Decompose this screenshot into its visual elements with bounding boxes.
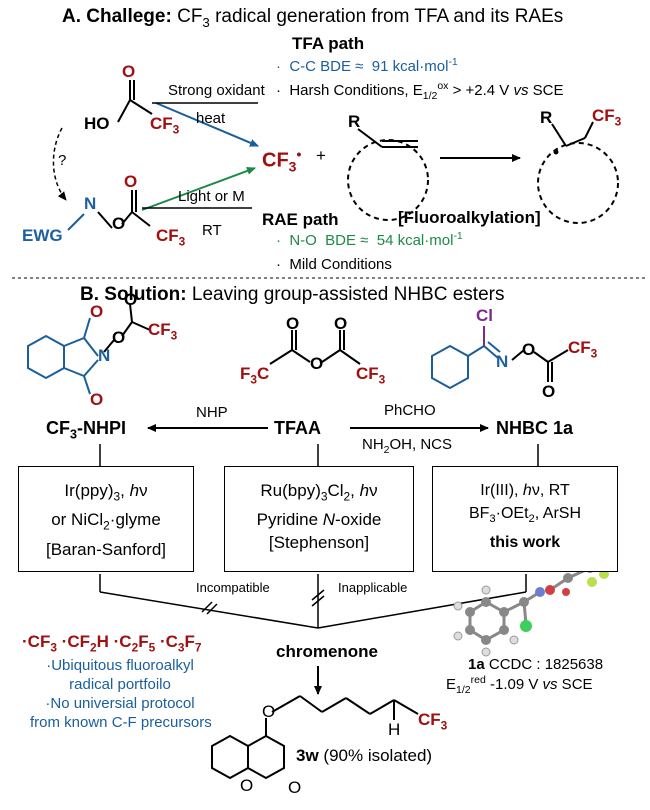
baran-sanford-box: Ir(ppy)3, hν or NiCl2·glyme [Baran-Sanfo…: [18, 466, 194, 572]
alkene-r: R: [348, 112, 361, 131]
box2-line1: Ru(bpy)3Cl2, hν: [260, 481, 378, 504]
heat-label: heat: [196, 110, 226, 127]
box3-line3: this work: [489, 534, 561, 552]
nhbc-n: N: [496, 352, 509, 371]
rae-structure: [67, 190, 151, 231]
rae-o: O: [124, 172, 138, 191]
product-r: R: [540, 108, 553, 127]
box1-line2: or NiCl2·glyme: [51, 510, 161, 533]
alkene-reactant: [347, 128, 429, 221]
tfa-o: O: [122, 62, 136, 81]
nhpi-cf3: CF3: [148, 320, 178, 343]
section-b-title: B. Solution: Leaving group-assisted NHBC…: [80, 284, 505, 305]
cf3-nhpi-label: CF3-NHPI: [46, 418, 127, 442]
box3-line2: BF3·OEt2, ArSH: [468, 505, 582, 526]
box1-line1: Ir(ppy)3, hν: [64, 481, 148, 504]
incompatible-label: Incompatible: [196, 580, 270, 595]
nhpi-o-top: O: [90, 302, 104, 321]
product-o-carbonyl: O: [288, 778, 302, 797]
e-red-label: E1/2red -1.09 V vs SCE: [446, 674, 593, 696]
cf3-radical: CF3•: [262, 146, 302, 175]
section-a-title: A. Challege: CF3 radical generation from…: [62, 6, 564, 30]
nhbc-o-carbonyl: O: [542, 382, 556, 401]
radical-list: ·CF3 ·CF2H ·C2F5 ·C3F7: [22, 632, 202, 655]
rt-label: RT: [202, 222, 222, 239]
radical-notes: ·Ubiquitous fluoroalkyl radical portfoil…: [30, 657, 212, 731]
light-or-m-label: Light or M: [178, 188, 245, 205]
tfaa-o-bridge: O: [310, 354, 324, 373]
rae-ester-o: O: [112, 214, 126, 233]
plus-sign: +: [316, 146, 326, 165]
box1-line3: [Baran-Sanford]: [45, 539, 166, 559]
rae-arrow: [141, 167, 256, 211]
rae-n: N: [84, 194, 97, 213]
tfa-structure: [117, 80, 153, 123]
question-arrow: [52, 127, 67, 201]
nhbc-structure: [431, 326, 569, 390]
box2-line3: [Stephenson]: [268, 533, 370, 553]
tfa-harsh-conditions: · Harsh Conditions, E1/2ox > +2.4 V vs S…: [276, 80, 564, 102]
radical-dot: [553, 149, 559, 155]
nh2oh-reagent: NH2OH, NCS: [362, 436, 453, 456]
rae-bde: · N-O BDE ≈ 54 kcal·mol-1: [276, 230, 463, 249]
phcho-reagent: PhCHO: [384, 402, 436, 419]
nhp-reagent: NHP: [196, 404, 228, 421]
rae-cf3: CF3: [156, 226, 186, 249]
ewg-label: EWG: [22, 226, 63, 245]
product-h: H: [388, 720, 401, 739]
nhpi-o-carbonyl: O: [124, 290, 138, 309]
product-o-ether: O: [262, 702, 276, 721]
tfa-cf3: CF3: [150, 114, 180, 137]
tfa-arrow: [155, 102, 259, 147]
nhbc-label: NHBC 1a: [496, 418, 574, 438]
ccdc-label: 1a CCDC : 1825638: [468, 656, 604, 673]
question-mark: ?: [58, 152, 67, 169]
nhbc-cf3: CF3: [568, 338, 598, 361]
tfaa-label: TFAA: [274, 418, 321, 438]
nhpi-o-bottom: O: [90, 390, 104, 409]
nhpi-o-ester: O: [112, 328, 126, 347]
tfa-path-label: TFA path: [292, 34, 365, 53]
nhbc-cl: Cl: [476, 306, 493, 325]
tfaa-f3c: F3C: [240, 364, 270, 387]
tfaa-structure: [269, 330, 361, 365]
mild-conditions: · Mild Conditions: [276, 256, 392, 273]
tfa-bde: · C-C BDE ≈ 91 kcal·mol-1: [276, 56, 458, 75]
cf3-nhpi-structure: [27, 303, 151, 395]
chromenone-label: chromenone: [276, 642, 379, 661]
inapplicable-label: Inapplicable: [338, 580, 408, 595]
chromenone-product: [211, 695, 419, 780]
alkylation-product: [537, 121, 619, 224]
nhbc-o-ester: O: [522, 340, 536, 359]
nhpi-n: N: [98, 346, 111, 365]
box3-line1: Ir(III), hν, RT: [480, 482, 570, 499]
strong-oxidant-label: Strong oxidant: [168, 82, 265, 99]
tfaa-o2: O: [334, 314, 348, 333]
product-cf3-label: CF3: [418, 710, 448, 733]
fluoroalkylation-label: [Fluoroalkylation]: [398, 208, 541, 227]
rae-path-label: RAE path: [262, 210, 339, 229]
tfaa-o1: O: [286, 314, 300, 333]
product-o-ring: O: [240, 776, 254, 795]
product-cf3: CF3: [592, 106, 622, 129]
box2-line2: Pyridine N-oxide: [256, 510, 382, 530]
product-yield: 3w (90% isolated): [296, 746, 433, 765]
tfa-ho: HO: [84, 114, 110, 133]
stephenson-box: Ru(bpy)3Cl2, hν Pyridine N-oxide [Stephe…: [224, 466, 414, 572]
this-work-box: Ir(III), hν, RT BF3·OEt2, ArSH this work: [432, 466, 618, 572]
tfaa-cf3: CF3: [356, 364, 386, 387]
